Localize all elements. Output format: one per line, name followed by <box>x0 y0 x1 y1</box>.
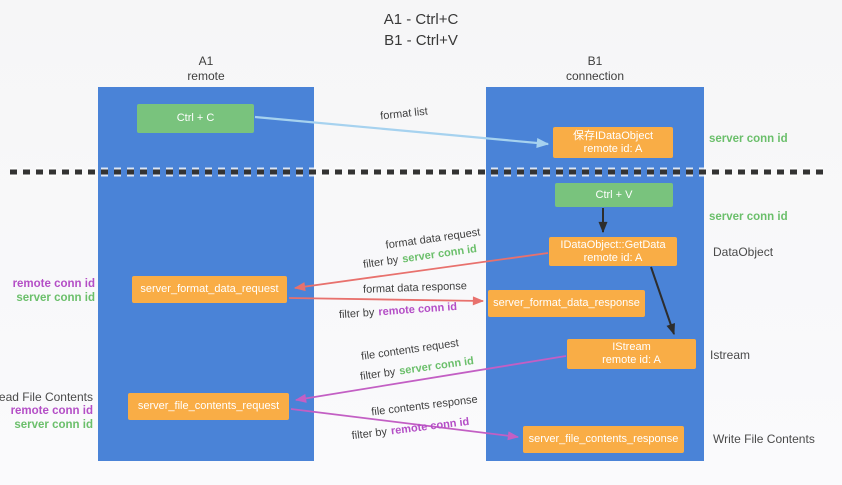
node-ctrl-v-label: Ctrl + V <box>595 188 633 201</box>
left-label-group-format: remote conn id server conn id <box>13 277 95 305</box>
node-save-idataobject-line2: remote id: A <box>583 142 643 155</box>
node-idataobject-getdata: IDataObject::GetData remote id: A <box>549 237 677 266</box>
filter-by-text: filter by <box>362 254 400 271</box>
server-conn-id-text: server conn id <box>398 355 475 378</box>
node-file-response-label: server_file_contents_response <box>528 433 679 445</box>
left-label-group-file: Read File Contents remote conn id server… <box>0 390 93 432</box>
node-ctrl-c: Ctrl + C <box>137 104 254 133</box>
left-server-conn-id-2: server conn id <box>14 419 93 431</box>
title-line-b1: B1 - Ctrl+V <box>384 32 458 49</box>
remote-conn-id-text: remote conn id <box>377 300 458 319</box>
node-save-idataobject: 保存IDataObject remote id: A <box>553 127 673 158</box>
format-list-text: format list <box>379 105 429 123</box>
node-ctrl-c-label: Ctrl + C <box>176 112 215 124</box>
label-format-list: format list <box>354 102 455 126</box>
node-istream-line2: remote id: A <box>602 354 661 366</box>
lifeline-header-a1: A1 remote <box>98 54 314 84</box>
node-file-request-label: server_file_contents_request <box>137 400 280 412</box>
node-save-idataobject-line1: 保存IDataObject <box>572 129 654 142</box>
left-server-conn-id-1: server conn id <box>16 292 95 304</box>
left-read-file-contents: Read File Contents <box>0 390 93 404</box>
right-label-istream: Istream <box>710 348 751 362</box>
title-line-a1: A1 - Ctrl+C <box>383 11 459 28</box>
node-server-format-data-response: server_format_data_response <box>488 290 645 317</box>
node-istream-line1: IStream <box>612 341 651 353</box>
node-server-format-data-request: server_format_data_request <box>132 276 287 303</box>
filter-by-text: filter by <box>359 366 397 383</box>
node-getdata-line2: remote id: A <box>583 251 643 264</box>
right-label-server-conn-id-top: server conn id <box>709 133 788 145</box>
label-format-data-response: format data response <box>345 279 485 298</box>
right-label-server-conn-id-mid: server conn id <box>709 211 788 223</box>
node-server-file-contents-request: server_file_contents_request <box>128 393 289 420</box>
right-label-dataobject: DataObject <box>713 245 774 259</box>
node-ctrl-v: Ctrl + V <box>555 183 673 207</box>
lifeline-b1-role: connection <box>565 69 625 83</box>
node-format-request-label: server_format_data_request <box>140 283 279 295</box>
node-server-file-contents-response: server_file_contents_response <box>523 426 684 453</box>
node-istream: IStream remote id: A <box>567 339 696 369</box>
format-data-response-text: format data response <box>362 280 468 296</box>
remote-conn-id-text: remote conn id <box>390 415 470 438</box>
lifeline-b1-name: B1 <box>587 54 603 68</box>
diagram-title: A1 - Ctrl+C B1 - Ctrl+V <box>0 9 842 51</box>
lifeline-header-b1: B1 connection <box>486 54 704 84</box>
filter-by-text: filter by <box>338 306 375 322</box>
left-remote-conn-id-1: remote conn id <box>12 278 95 290</box>
lifeline-a1-name: A1 <box>198 54 214 68</box>
right-label-write-file-contents: Write File Contents <box>713 432 815 446</box>
left-remote-conn-id-2: remote conn id <box>10 405 93 417</box>
node-format-response-label: server_format_data_response <box>493 297 640 309</box>
node-getdata-line1: IDataObject::GetData <box>560 238 666 251</box>
filter-by-text: filter by <box>351 425 388 443</box>
lifeline-a1-role: remote <box>187 69 225 83</box>
